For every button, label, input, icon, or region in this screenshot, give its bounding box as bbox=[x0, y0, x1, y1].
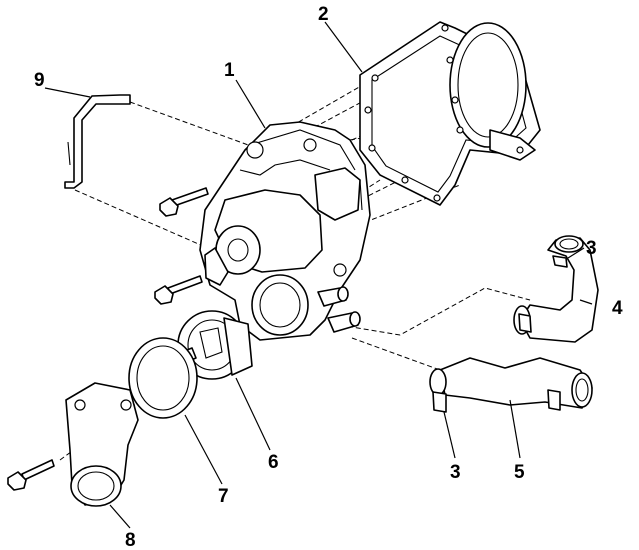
callout-labels: 1 2 3 3 4 5 6 7 8 9 bbox=[34, 4, 623, 550]
callout-8: 8 bbox=[125, 530, 136, 550]
leader-lines bbox=[44, 21, 593, 529]
callout-9: 9 bbox=[34, 70, 45, 91]
thermostat-cover bbox=[65, 382, 139, 507]
lower-hose bbox=[429, 357, 593, 409]
callout-6: 6 bbox=[268, 452, 279, 473]
callout-2: 2 bbox=[318, 4, 329, 25]
callout-5: 5 bbox=[514, 462, 525, 483]
callout-3-lower: 3 bbox=[450, 462, 461, 483]
pump-bolts bbox=[7, 187, 209, 491]
gasket-plate bbox=[359, 21, 541, 206]
pump-body bbox=[199, 121, 371, 341]
hose-clamps bbox=[432, 255, 568, 413]
callout-1: 1 bbox=[224, 60, 235, 81]
sealing-ring bbox=[128, 337, 198, 419]
callout-3-upper: 3 bbox=[586, 238, 597, 259]
callout-4: 4 bbox=[612, 298, 623, 319]
callout-7: 7 bbox=[218, 486, 229, 507]
support-bracket bbox=[64, 94, 131, 189]
